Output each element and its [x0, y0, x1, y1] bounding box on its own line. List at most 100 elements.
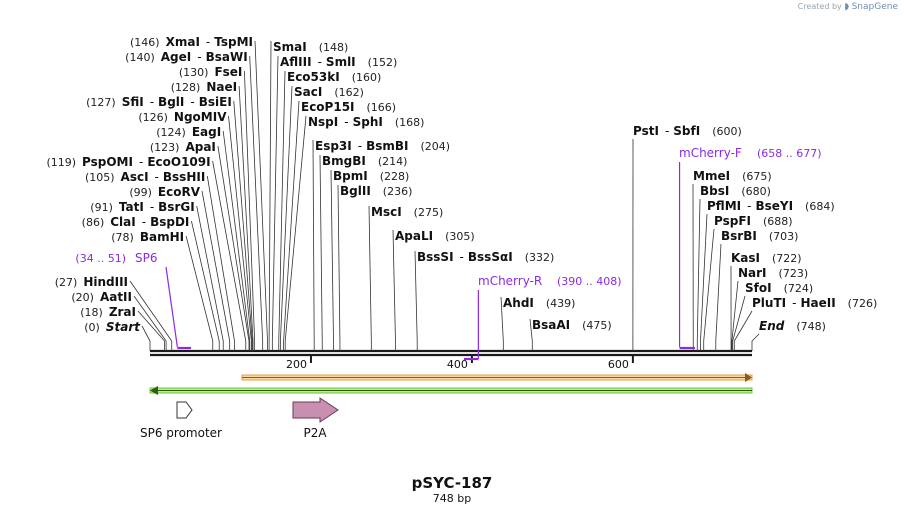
- enzyme-name: NgoMIV: [174, 110, 227, 124]
- enzyme-name-alt: BsaWI: [206, 50, 248, 64]
- enzyme-name: AscI: [121, 170, 149, 184]
- site-position: (726): [848, 297, 878, 310]
- enzyme-site-right: PflMI-BseYI(684): [707, 199, 835, 213]
- enzyme-name: BpmI: [333, 169, 368, 183]
- enzyme-site-right: End(748): [759, 319, 826, 333]
- site-position: (680): [741, 185, 771, 198]
- site-leader-line: [337, 184, 341, 342]
- enzyme-name: AatII: [100, 290, 132, 304]
- enzyme-name-alt: BsmBI: [366, 139, 408, 153]
- enzyme-site-mid: MscI(275): [371, 205, 443, 219]
- site-leader-line: [271, 55, 279, 342]
- site-leader-line: [279, 85, 293, 342]
- site-leader-line: [284, 115, 307, 342]
- site-position: (99): [129, 186, 152, 199]
- enzyme-name: EcoRV: [158, 185, 201, 199]
- site-position: (152): [368, 56, 398, 69]
- site-position: (688): [763, 215, 793, 228]
- enzyme-site-mid: BmgBI(214): [322, 154, 407, 168]
- map-length: 748 bp: [433, 492, 471, 505]
- site-position: (128): [171, 81, 201, 94]
- enzyme-separator: -: [747, 199, 751, 213]
- enzyme-site-mid: Eco53kI(160): [287, 70, 381, 84]
- enzyme-site-right: PluTI-HaeII (726): [752, 296, 877, 310]
- brand-name: SnapGene: [851, 2, 898, 12]
- enzyme-separator: -: [792, 296, 796, 310]
- enzyme-site-right: PstI-SbfI(600): [633, 124, 742, 138]
- site-leader-line: [278, 70, 286, 342]
- enzyme-name: MmeI: [693, 169, 730, 183]
- site-leader-line: [268, 40, 272, 342]
- enzyme-name: SfiI: [122, 95, 144, 109]
- site-position: (119): [46, 156, 76, 169]
- enzyme-name: BsrBI: [721, 229, 757, 243]
- cds-arrow-icon: [292, 397, 339, 423]
- site-leader-line: [133, 295, 167, 342]
- site-position: (332): [525, 251, 555, 264]
- enzyme-name: AgeI: [161, 50, 191, 64]
- site-leader-line: [731, 280, 739, 342]
- site-position: (18): [80, 306, 103, 319]
- enzyme-name-alt: TspMI: [214, 35, 253, 49]
- site-position: (228): [380, 170, 410, 183]
- primer-range: (658 .. 677): [757, 147, 822, 160]
- enzyme-name: EcoP15I: [301, 100, 355, 114]
- enzyme-name-alt: BsiEI: [199, 95, 232, 109]
- site-leader-line: [700, 213, 708, 342]
- enzyme-name-alt: BssHII: [163, 170, 205, 184]
- enzyme-name: NspI: [308, 115, 338, 129]
- enzyme-name: BbsI: [700, 184, 729, 198]
- enzyme-name-alt: BseYI: [755, 199, 793, 213]
- snapgene-credit: Created by ◗ SnapGene: [798, 2, 898, 12]
- enzyme-site-left: (0)Start: [84, 320, 141, 334]
- site-leader-line: [733, 310, 753, 342]
- enzyme-name-alt: BglI: [158, 95, 184, 109]
- site-position: (127): [86, 96, 116, 109]
- enzyme-name: TatI: [119, 200, 144, 214]
- site-leader-line: [283, 100, 300, 342]
- primer-leader-line: [165, 266, 178, 348]
- enzyme-separator: -: [206, 35, 210, 49]
- enzyme-site-left: (18) ZraI: [80, 305, 136, 319]
- enzyme-name: EagI: [192, 125, 221, 139]
- enzyme-name: ClaI: [110, 215, 135, 229]
- enzyme-site-left: (91)TatI-BsrGI: [90, 200, 194, 214]
- enzyme-site-left: (126) NgoMIV: [138, 110, 227, 124]
- site-leader-line: [312, 139, 315, 342]
- site-leader-line: [222, 130, 251, 342]
- site-position: (126): [138, 111, 168, 124]
- enzyme-site-mid: Esp3I-BsmBI(204): [315, 139, 450, 153]
- enzyme-name: ZraI: [109, 305, 136, 319]
- site-position: (722): [772, 252, 802, 265]
- site-position: (305): [445, 230, 475, 243]
- enzyme-name: Start: [106, 320, 141, 334]
- site-leader-line: [414, 250, 418, 342]
- enzyme-site-mid: NspI-SphI(168): [308, 115, 424, 129]
- site-position: (27): [55, 276, 78, 289]
- site-position: (86): [82, 216, 105, 229]
- site-position: (162): [334, 86, 364, 99]
- map-title: pSYC-187: [412, 474, 493, 492]
- site-leader-line: [185, 235, 214, 342]
- enzyme-name: HindIII: [83, 275, 128, 289]
- enzyme-separator: -: [190, 95, 194, 109]
- enzyme-name: SfoI: [745, 281, 772, 295]
- site-position: (214): [378, 155, 408, 168]
- site-position: (475): [582, 319, 612, 332]
- site-leader-line: [238, 85, 254, 342]
- enzyme-separator: -: [197, 50, 201, 64]
- ruler-tick-label: 600: [608, 358, 629, 371]
- site-leader-line: [212, 160, 247, 342]
- enzyme-name-alt: SbfI: [673, 124, 700, 138]
- feature-label-sp6-promoter: SP6 promoter: [140, 426, 222, 440]
- enzyme-site-right: SfoI(724): [745, 281, 813, 295]
- enzyme-separator: -: [155, 170, 159, 184]
- enzyme-name: ApaI: [185, 140, 215, 154]
- enzyme-site-left: (99) EcoRV: [129, 185, 200, 199]
- snapgene-logo-icon: ◗: [844, 2, 850, 12]
- site-position: (168): [395, 116, 425, 129]
- enzyme-site-left: (140)AgeI-BsaWI: [125, 50, 248, 64]
- enzyme-name-alt: HaeII: [800, 296, 835, 310]
- enzyme-name: PluTI: [752, 296, 786, 310]
